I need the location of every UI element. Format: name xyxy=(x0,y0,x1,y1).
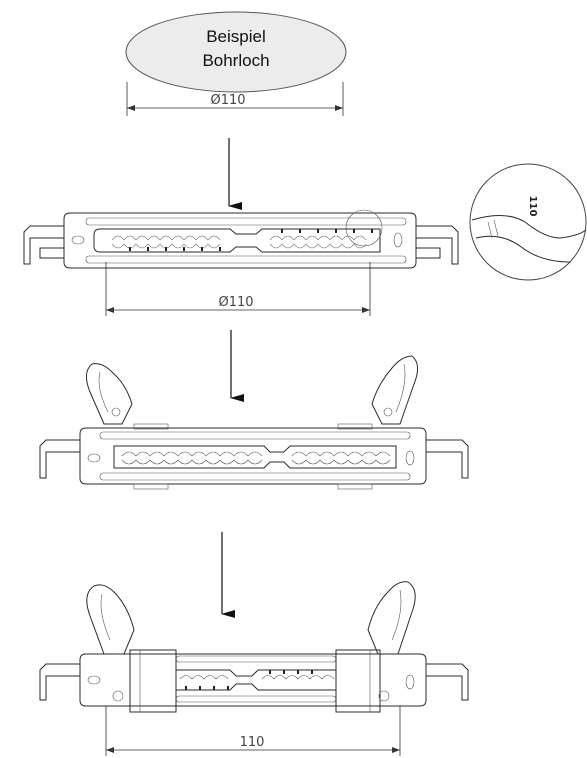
dimension-middle-label: Ø110 xyxy=(218,295,253,310)
bracket-assembled xyxy=(39,581,469,713)
detail-label: 110 xyxy=(527,196,538,217)
dimension-middle: Ø110 xyxy=(105,262,371,316)
dimension-top: Ø110 xyxy=(126,82,344,116)
dimension-bottom-label: 110 xyxy=(240,735,265,750)
dimension-bottom: 110 xyxy=(105,706,401,756)
bubble-line-1: Beispiel xyxy=(206,27,266,46)
detail-magnified: 110 xyxy=(469,163,587,281)
bracket-flat xyxy=(23,209,459,269)
bracket-clipped xyxy=(39,355,469,490)
dimension-top-label: Ø110 xyxy=(210,93,245,108)
example-hole-bubble: Beispiel Bohrloch xyxy=(125,11,347,93)
bubble-line-2: Bohrloch xyxy=(202,51,269,70)
